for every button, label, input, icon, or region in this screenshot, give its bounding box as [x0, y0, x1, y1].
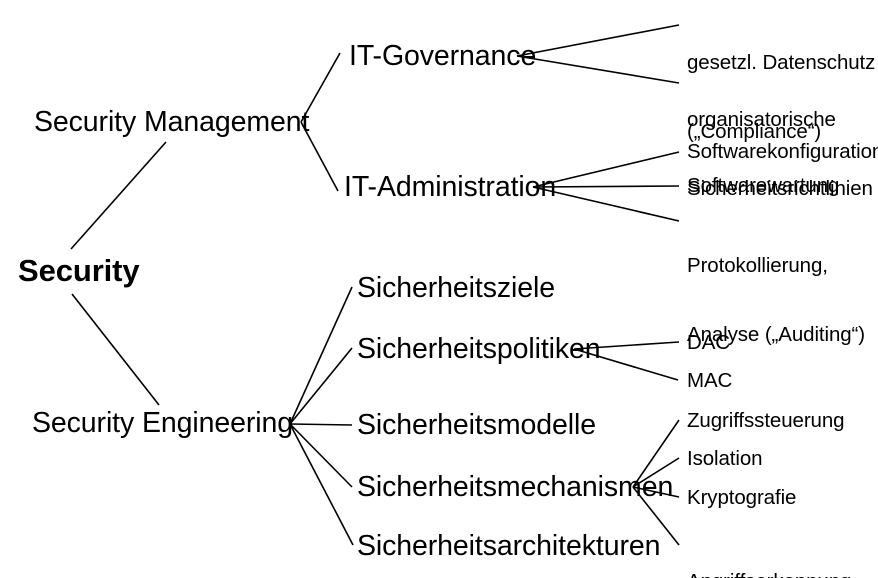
edges-sicherheitsmechanismen — [632, 419, 680, 546]
node-sicherheitsmechanismen: Sicherheitsmechanismen — [357, 471, 674, 503]
edge-mechanismen-to-isolation — [632, 457, 680, 488]
node-it-administration: IT-Administration — [344, 171, 557, 203]
edge-mechanismen-to-kryptografie — [632, 486, 680, 498]
node-gesetzl-datenschutz-line1: gesetzl. Datenschutz — [687, 50, 876, 74]
edge-se-to-sicherheitsmodelle — [289, 423, 353, 426]
node-angriffserkennung: Angriffserkennung (Intrusion Detection) — [687, 525, 869, 578]
edge-politiken-to-mac — [573, 348, 679, 381]
edge-sm-to-it-governance — [300, 52, 341, 123]
edge-itadm-to-softwarewartung — [532, 185, 680, 188]
node-sicherheitsziele: Sicherheitsziele — [357, 272, 555, 304]
node-gesetzl-datenschutz: gesetzl. Datenschutz („Compliance“) — [687, 6, 875, 190]
node-zugriffssteuerung: Zugriffssteuerung — [687, 409, 845, 432]
edge-se-to-sicherheitsziele — [289, 286, 353, 425]
edge-se-to-sicherheitspolitiken — [289, 347, 353, 425]
node-softwarekonfiguration: Softwarekonfiguration — [687, 140, 878, 163]
node-protokollierung-line2: Analyse („Auditing“) — [687, 322, 866, 346]
edges-it-administration — [532, 151, 680, 222]
node-security-management: Security Management — [34, 106, 310, 138]
node-security-engineering: Security Engineering — [32, 407, 293, 439]
node-kryptografie: Kryptografie — [687, 486, 797, 509]
node-security-root: Security — [18, 253, 140, 288]
edges-security-management — [300, 52, 341, 192]
node-softwarewartung: Softwarewartung — [687, 174, 840, 197]
edge-itgov-to-organisatorische — [516, 55, 680, 84]
node-organisatorische-sicherheitsrichtlinien: organisatorische Sicherheitsrichtlinien — [687, 63, 873, 247]
edges-sicherheitspolitiken — [573, 341, 680, 381]
node-mac: MAC — [687, 369, 733, 392]
edge-se-to-sicherheitsarchitekturen — [289, 423, 354, 546]
edge-politiken-to-dac — [573, 341, 680, 350]
node-it-governance: IT-Governance — [349, 40, 537, 72]
edge-root-to-security-engineering — [71, 293, 160, 406]
edges-root — [70, 141, 167, 406]
node-protokollierung-line1: Protokollierung, — [687, 253, 828, 277]
node-angriffserkennung-line1: Angriffserkennung — [687, 570, 869, 578]
node-protokollierung-analyse: Protokollierung, Analyse („Auditing“) — [687, 209, 865, 393]
edge-mechanismen-to-angriffserkennung — [632, 486, 680, 546]
edge-sm-to-it-administration — [300, 121, 339, 192]
node-dac: DAC — [687, 331, 730, 354]
edge-itadm-to-softwarekonfiguration — [532, 151, 680, 188]
edge-itgov-to-gesetzl-datenschutz — [516, 24, 680, 57]
edge-mechanismen-to-zugriffssteuerung — [632, 419, 680, 488]
edge-itadm-to-protokollierung — [532, 186, 680, 222]
node-sicherheitsmodelle: Sicherheitsmodelle — [357, 409, 596, 441]
node-sicherheitspolitiken: Sicherheitspolitiken — [357, 333, 601, 365]
edge-se-to-sicherheitsmechanismen — [289, 423, 353, 488]
node-sicherheitsarchitekturen: Sicherheitsarchitekturen — [357, 530, 661, 562]
node-organisatorische-line1: organisatorische — [687, 107, 836, 131]
edges-security-engineering — [289, 286, 354, 546]
node-isolation: Isolation — [687, 447, 763, 470]
node-gesetzl-datenschutz-line2: („Compliance“) — [687, 119, 822, 143]
edges-it-governance — [516, 24, 680, 84]
node-organisatorische-line2: Sicherheitsrichtlinien — [687, 176, 873, 200]
edge-root-to-security-management — [70, 141, 167, 250]
